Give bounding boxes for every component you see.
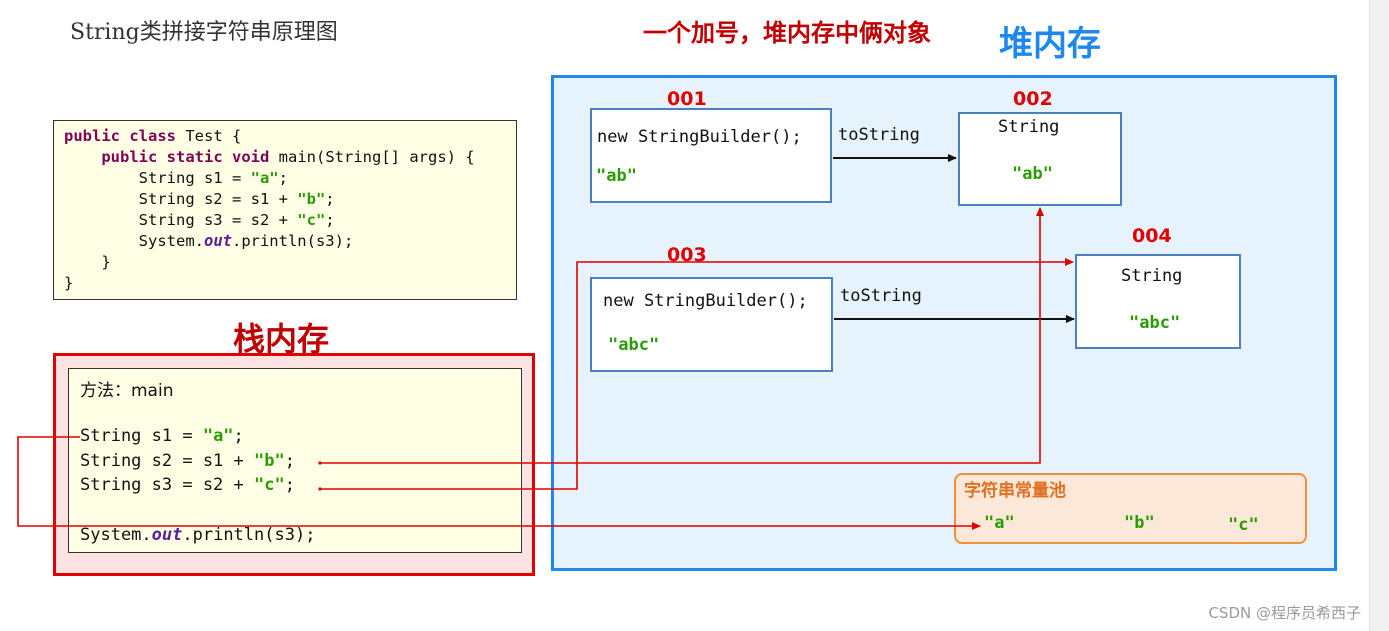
string-object-004: String "abc" xyxy=(1075,254,1241,349)
method-name: 方法：main xyxy=(80,381,174,401)
code-line-3: String s1 = "a"; xyxy=(64,169,288,187)
code-line-4: String s2 = s1 + "b"; xyxy=(64,190,335,208)
object-value: "ab" xyxy=(596,166,637,186)
code-line-7: } xyxy=(64,253,111,271)
s3-reference-arrow xyxy=(320,258,1074,490)
object-type: String xyxy=(1121,266,1183,286)
watermark: CSDN @程序员希西子 xyxy=(1208,604,1361,622)
tostring-label-1: toString xyxy=(838,125,920,145)
pool-item-a: "a" xyxy=(984,513,1015,533)
string-object-002: String "ab" xyxy=(958,112,1122,206)
object-value: "abc" xyxy=(608,335,660,355)
stack-line-s1: String s1 = "a"; xyxy=(80,426,244,446)
object-value: "ab" xyxy=(1012,164,1053,184)
s2-reference-arrow xyxy=(320,207,1044,464)
heap-memory-label: 堆内存 xyxy=(999,24,1101,64)
stringbuilder-code: new StringBuilder(); xyxy=(603,291,808,311)
stack-line-print: System.out.println(s3); xyxy=(80,525,316,545)
stringbuilder-object-003: new StringBuilder(); "abc" xyxy=(590,277,833,372)
address-002: 002 xyxy=(1013,88,1053,110)
code-line-5: String s3 = s2 + "c"; xyxy=(64,211,335,229)
address-001: 001 xyxy=(667,88,707,110)
page-title: String类拼接字符串原理图 xyxy=(70,20,338,45)
vertical-scrollbar[interactable] xyxy=(1369,0,1389,631)
stringbuilder-object-001: new StringBuilder(); "ab" xyxy=(590,108,832,203)
string-constant-pool xyxy=(954,473,1307,544)
stack-memory-label: 栈内存 xyxy=(233,320,330,358)
code-line-1: public class Test { xyxy=(64,127,242,145)
pool-item-c: "c" xyxy=(1228,515,1259,535)
main-method-frame: 方法：main String s1 = "a"; String s2 = s1 … xyxy=(68,368,522,553)
source-code-box: public class Test { public static void m… xyxy=(53,120,517,300)
code-line-8: } xyxy=(64,274,74,292)
pool-item-b: "b" xyxy=(1124,513,1155,533)
address-003: 003 xyxy=(667,244,707,266)
stack-line-s3: String s3 = s2 + "c"; xyxy=(80,475,295,495)
stack-line-s2: String s2 = s1 + "b"; xyxy=(80,451,295,471)
tostring-label-2: toString xyxy=(840,286,922,306)
s1-reference-arrow xyxy=(17,436,981,530)
address-004: 004 xyxy=(1132,225,1172,247)
code-line-2: public static void main(String[] args) { xyxy=(101,148,475,166)
object-type: String xyxy=(998,117,1060,137)
code-line-6: System.out.println(s3); xyxy=(64,232,354,250)
headline-note: 一个加号，堆内存中俩对象 xyxy=(643,19,931,47)
stringbuilder-code: new StringBuilder(); xyxy=(597,127,802,147)
object-value: "abc" xyxy=(1129,313,1181,333)
pool-title: 字符串常量池 xyxy=(964,481,1066,501)
